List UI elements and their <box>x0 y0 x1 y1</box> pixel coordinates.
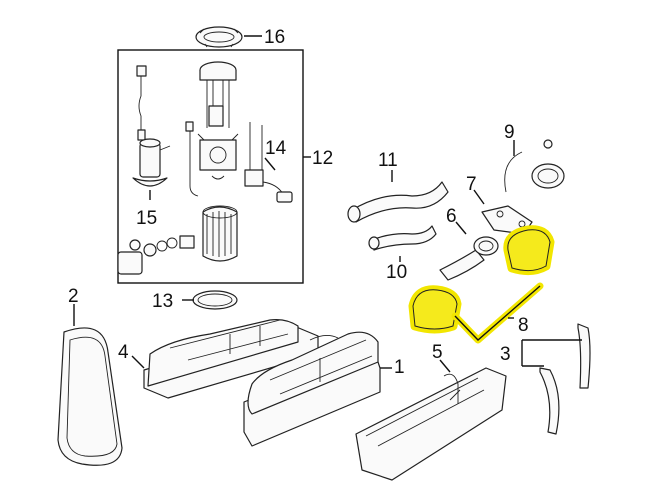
callout-4: 4 <box>118 342 129 363</box>
filler-neck[interactable] <box>439 236 499 281</box>
fuel-hose-lower[interactable] <box>368 225 437 251</box>
callout-2: 2 <box>68 286 79 307</box>
callout-15: 15 <box>136 208 157 229</box>
callout-14: 14 <box>265 138 287 159</box>
callout-5: 5 <box>432 342 443 363</box>
fuel-pump[interactable] <box>132 138 171 187</box>
callout-6: 6 <box>446 206 457 227</box>
pump-module-assembly[interactable] <box>185 61 239 262</box>
tank-strap-upper[interactable] <box>577 323 591 389</box>
pump-module-frame <box>117 49 304 284</box>
heat-shield-highlighted[interactable] <box>408 225 555 344</box>
callout-13: 13 <box>152 291 173 312</box>
callout-11: 11 <box>378 150 398 171</box>
fuel-cap[interactable] <box>504 139 565 193</box>
skid-plate[interactable] <box>355 367 507 481</box>
pump-wiring-harness[interactable] <box>136 65 147 141</box>
pump-gasket[interactable] <box>192 290 238 310</box>
callout-8: 8 <box>518 315 529 336</box>
callout-16: 16 <box>264 27 285 48</box>
lock-ring[interactable] <box>195 26 243 48</box>
fuel-tank[interactable] <box>243 331 381 447</box>
callout-1: 1 <box>394 357 405 378</box>
filler-bracket[interactable] <box>481 205 533 235</box>
fuel-hose-upper[interactable] <box>347 181 449 223</box>
fuel-level-sender[interactable] <box>244 122 293 203</box>
tank-strap-lower[interactable] <box>539 367 560 435</box>
leader-lines <box>73 35 582 373</box>
callout-12: 12 <box>312 148 333 169</box>
tank-top-cover[interactable] <box>143 319 319 399</box>
callout-7: 7 <box>466 174 477 195</box>
callout-9: 9 <box>504 122 515 143</box>
tank-gasket-ring[interactable] <box>57 327 123 466</box>
pump-connector-fittings[interactable] <box>117 235 195 275</box>
callout-3: 3 <box>500 344 511 365</box>
callout-10: 10 <box>386 262 407 283</box>
